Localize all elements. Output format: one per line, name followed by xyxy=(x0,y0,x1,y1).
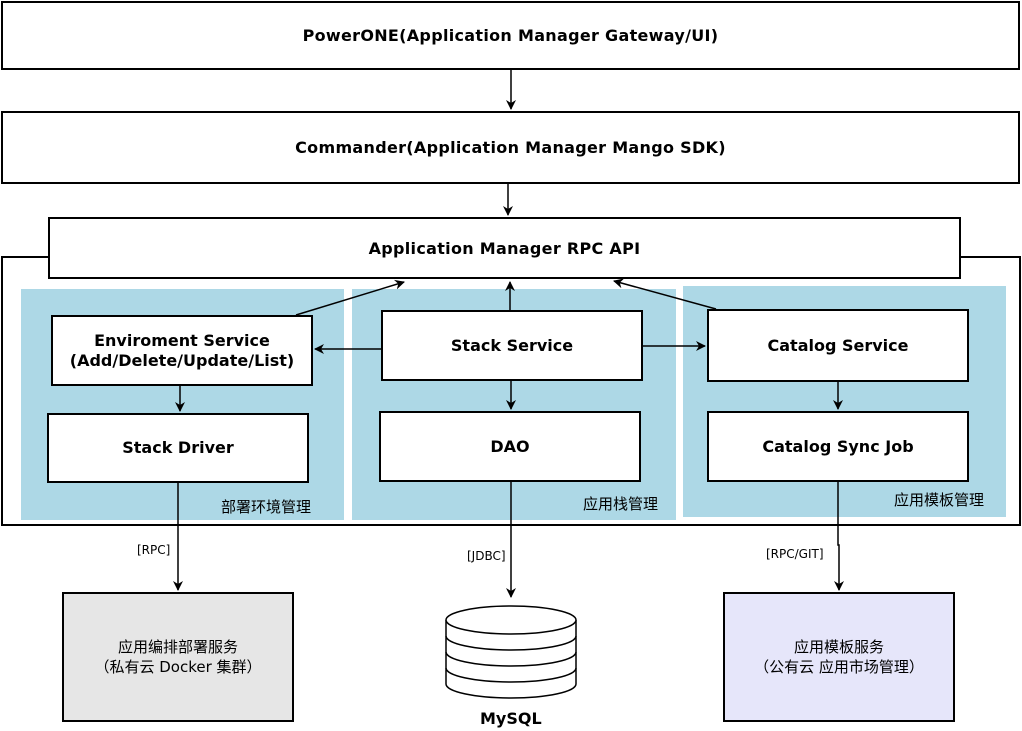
docker-service-subtitle: （私有云 Docker 集群） xyxy=(94,658,262,676)
edge-label-rpc: [RPC] xyxy=(137,543,171,557)
catalog-service-box[interactable]: Catalog Service xyxy=(707,309,969,382)
docker-service-box[interactable]: 应用编排部署服务 （私有云 Docker 集群） xyxy=(62,592,294,722)
stack-driver-title: Stack Driver xyxy=(122,438,234,457)
mysql-database-icon xyxy=(445,605,577,699)
arrow-sync-to-market xyxy=(834,482,844,591)
market-service-subtitle: （公有云 应用市场管理） xyxy=(754,658,924,676)
rpc-api-title: Application Manager RPC API xyxy=(368,238,641,258)
market-service-title: 应用模板服务 xyxy=(793,638,884,656)
gateway-box[interactable]: PowerONE(Application Manager Gateway/UI) xyxy=(1,1,1020,70)
zone-catalog-label: 应用模板管理 xyxy=(894,491,985,509)
zone-stack-label: 应用栈管理 xyxy=(583,495,659,513)
environment-service-ops: (Add/Delete/Update/List) xyxy=(69,350,295,370)
rpc-api-box[interactable]: Application Manager RPC API xyxy=(48,217,961,279)
catalog-sync-job-box[interactable]: Catalog Sync Job xyxy=(707,411,969,482)
environment-service-title: Enviroment Service xyxy=(94,330,270,350)
environment-service-box[interactable]: Enviroment Service (Add/Delete/Update/Li… xyxy=(51,315,313,386)
dao-title: DAO xyxy=(490,436,530,456)
catalog-service-title: Catalog Service xyxy=(767,335,909,355)
stack-service-box[interactable]: Stack Service xyxy=(381,310,643,381)
stack-service-title: Stack Service xyxy=(450,335,574,355)
docker-service-title: 应用编排部署服务 xyxy=(117,638,238,656)
arrow-env-to-rpc-api xyxy=(295,279,405,316)
arrow-catalog-to-rpc-api xyxy=(613,278,717,310)
commander-box[interactable]: Commander(Application Manager Mango SDK) xyxy=(1,111,1020,184)
edge-label-jdbc: [JDBC] xyxy=(467,549,506,563)
catalog-sync-job-title: Catalog Sync Job xyxy=(762,436,914,456)
market-service-box[interactable]: 应用模板服务 （公有云 应用市场管理） xyxy=(723,592,955,722)
stack-driver-box[interactable]: Stack Driver xyxy=(47,413,309,483)
dao-box[interactable]: DAO xyxy=(379,411,641,482)
edge-label-rpc-git: [RPC/GIT] xyxy=(766,547,824,561)
zone-environment-label: 部署环境管理 xyxy=(221,498,312,516)
commander-title: Commander(Application Manager Mango SDK) xyxy=(295,138,726,157)
mysql-label: MySQL xyxy=(480,709,542,728)
gateway-title: PowerONE(Application Manager Gateway/UI) xyxy=(302,26,719,45)
